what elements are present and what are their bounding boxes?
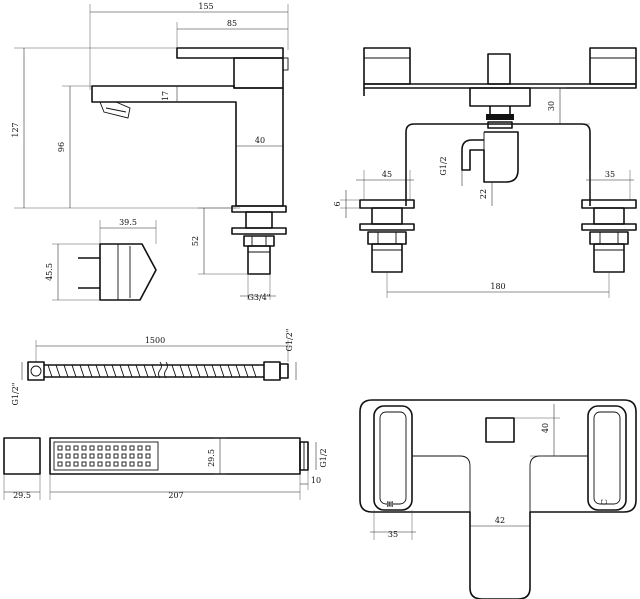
dim-bracket-offset: 30 (547, 101, 556, 111)
dim-overall-height: 127 (11, 122, 20, 137)
dim-deck-thickness: 6 (333, 201, 342, 206)
dim-body-width: 40 (255, 136, 265, 145)
handle-detail-view: 39.5 45.5 (45, 218, 157, 301)
dim-handset-length: 207 (168, 491, 183, 500)
dim-handset-tail: 10 (311, 476, 321, 485)
dim-hose-thread-left: G1/2" (11, 383, 20, 406)
dim-centres: 180 (490, 282, 505, 291)
dim-leg-width-right: 35 (605, 170, 615, 179)
bath-filler-plan-view: H C 40 35 42 (359, 399, 637, 599)
bath-filler-front-view: 30 G1/2 22 45 35 6 (333, 47, 637, 298)
dim-spout-height: 96 (57, 142, 66, 152)
dim-hose-length: 1500 (145, 336, 165, 345)
dim-hand-height: 45.5 (45, 263, 54, 281)
dim-handle-length: 85 (227, 19, 237, 28)
cold-marker: C (600, 499, 609, 505)
dim-leg-width-left: 45 (382, 170, 392, 179)
dim-outlet-height: 22 (479, 189, 488, 199)
dim-hand-width: 39.5 (119, 218, 137, 227)
dim-handset-thread: G1/2 (319, 448, 328, 467)
dim-outlet-thread: G1/2 (439, 156, 448, 175)
dim-shank-length: 52 (191, 236, 200, 246)
shower-hose-view: 1500 G1/2" G1/2" (11, 329, 297, 406)
dim-hose-thread-right: G1/2" (285, 329, 294, 352)
basin-mixer-side-view: 155 85 127 96 17 40 (11, 2, 289, 302)
dim-plan-depth: 40 (541, 423, 550, 433)
shower-handset-view: 29.5 29.5 G1/2 207 10 (3, 437, 328, 500)
dim-plan-spout-width: 42 (495, 516, 505, 525)
dim-handset-end-width: 29.5 (13, 491, 31, 500)
dim-handle-offset: 17 (161, 91, 170, 101)
dim-inlet-thread: G3/4" (248, 293, 271, 302)
dim-handset-height: 29.5 (207, 449, 216, 467)
hot-marker: H (386, 500, 395, 507)
dim-spout-length: 155 (198, 2, 213, 11)
spray-nozzles (57, 445, 151, 467)
dim-plan-handle-width: 35 (388, 530, 398, 539)
